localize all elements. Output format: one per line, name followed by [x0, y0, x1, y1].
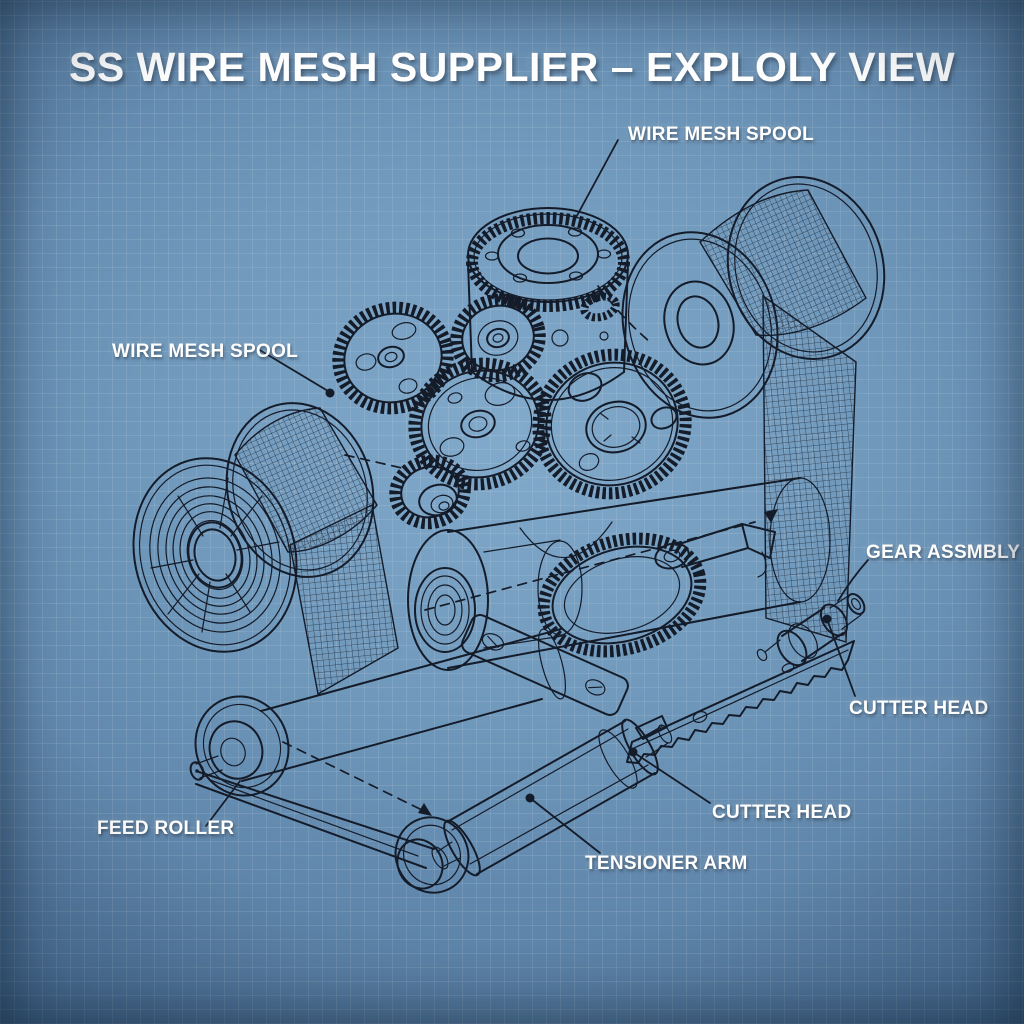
vignette-overlay — [0, 0, 1024, 1024]
